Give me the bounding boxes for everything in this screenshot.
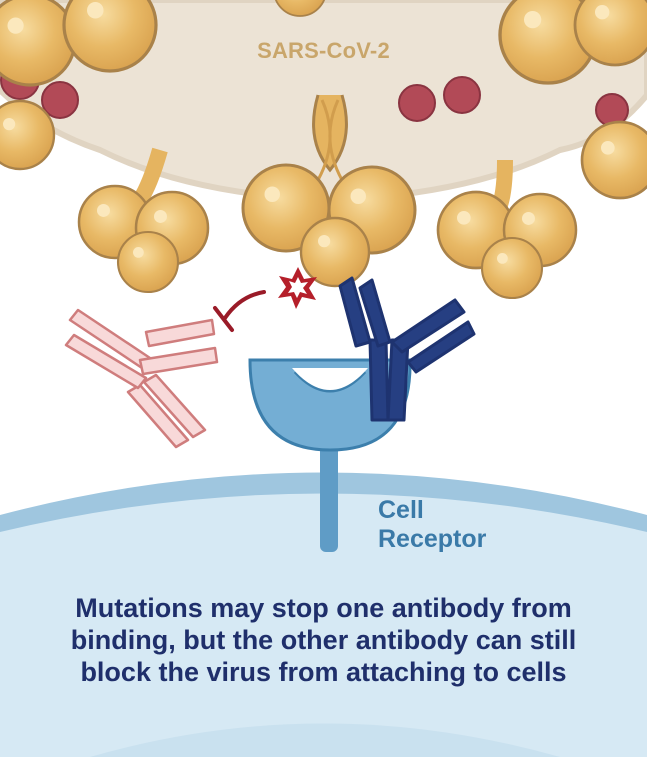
virus-particles (0, 60, 629, 127)
spike-protein-center (243, 94, 415, 286)
spike-protein-left (79, 147, 208, 292)
antibody-bound (338, 276, 476, 422)
receptor-stalk (320, 440, 338, 552)
caption-line3: block the virus from attaching to cells (80, 657, 567, 687)
antibody-blocked (64, 308, 219, 449)
virus-label: SARS-CoV-2 (257, 38, 390, 63)
mutation-star-icon (278, 267, 317, 309)
cell-receptor-label-line2: Receptor (378, 525, 487, 553)
cell-body (0, 493, 647, 757)
cell-receptor-label-line1: Cell (378, 496, 424, 524)
host-cell (0, 472, 647, 757)
virus-particle (41, 81, 79, 119)
caption: Mutations may stop one antibody from bin… (0, 592, 647, 688)
virus-particle (443, 76, 481, 114)
spike-protein-right (438, 159, 576, 298)
binding-blocked-icon (213, 290, 266, 332)
cell-inner-shadow (90, 723, 560, 757)
cell-receptor-label: Cell Receptor (378, 496, 486, 554)
caption-line2: binding, but the other antibody can stil… (70, 625, 577, 655)
caption-line1: Mutations may stop one antibody from (75, 593, 572, 623)
virus-particle (398, 84, 436, 122)
